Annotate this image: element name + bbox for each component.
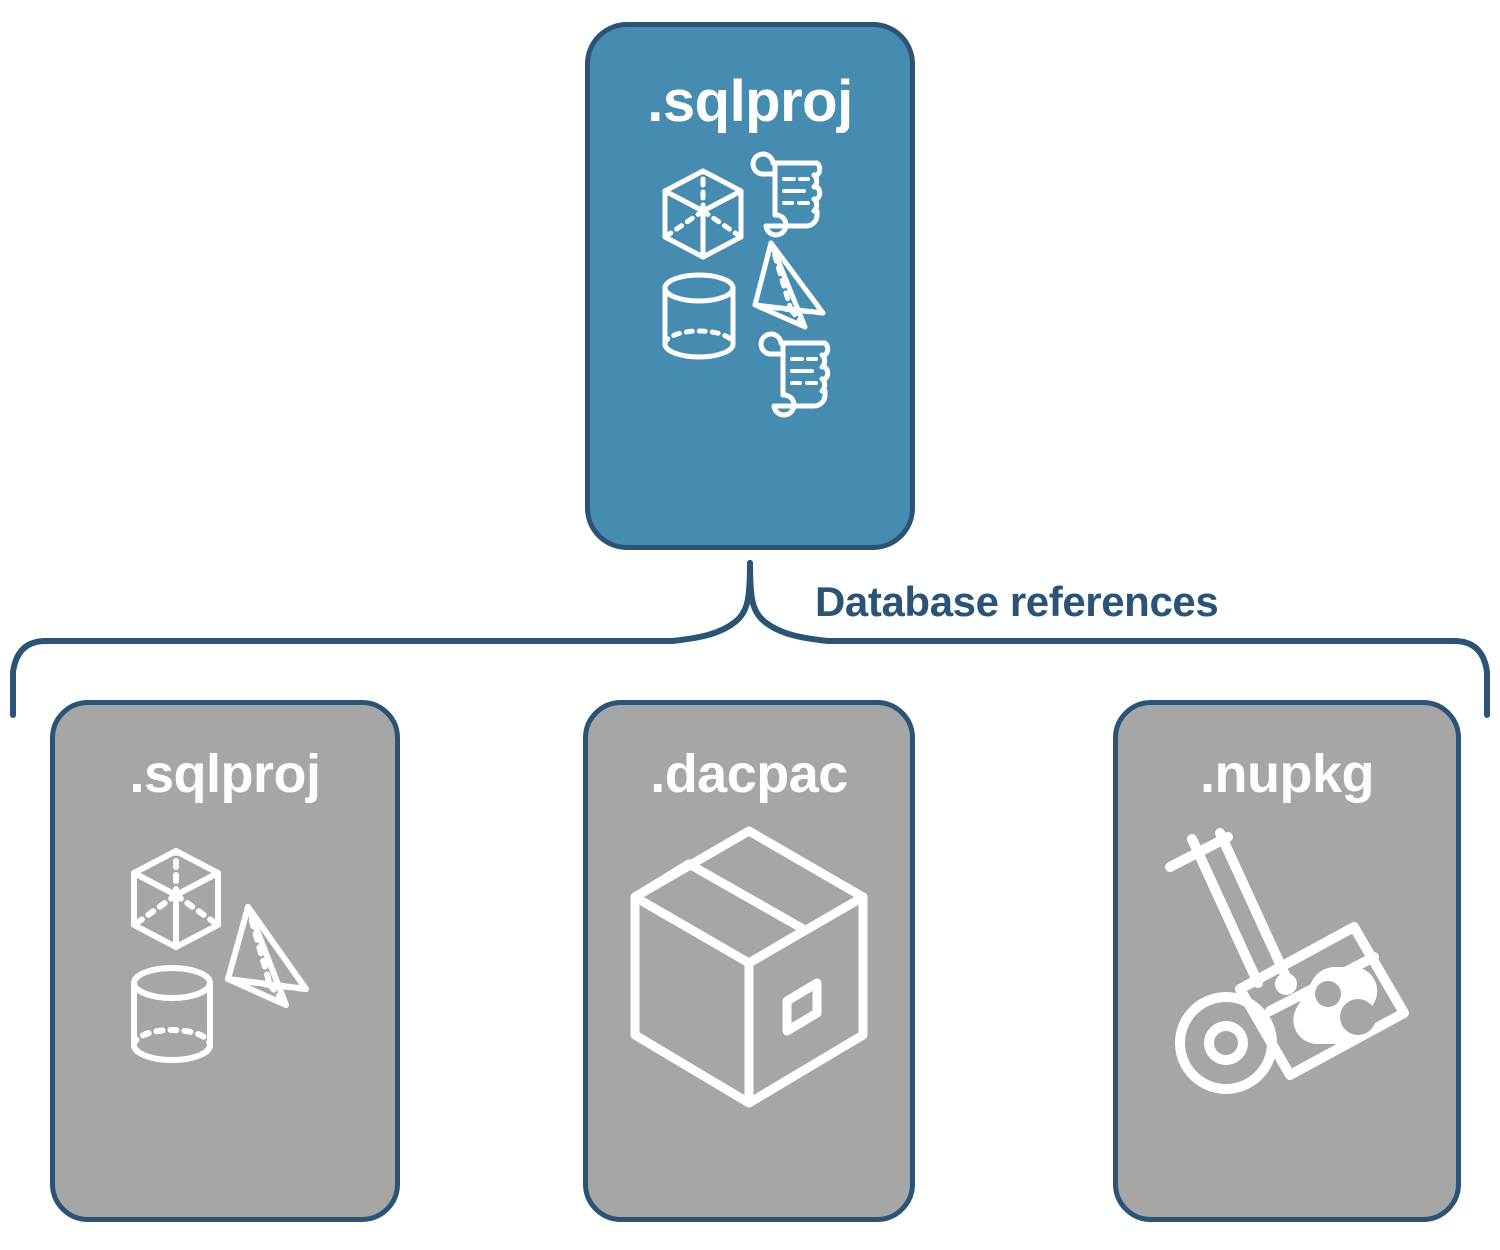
cube-icon [131,848,221,950]
connector-label: Database references [815,578,1219,625]
pyramid-icon [225,904,309,1008]
cylinder-icon [131,965,213,1063]
node-sqlproj-reference-artwork [55,841,395,1217]
node-sqlproj-reference[interactable]: .sqlproj [50,700,400,1222]
node-sqlproj-reference-label: .sqlproj [129,744,321,804]
node-nupkg[interactable]: .nupkg [1113,700,1461,1222]
node-sqlproj-source-artwork [590,151,910,545]
node-sqlproj-source-label: .sqlproj [647,69,853,134]
node-dacpac-artwork [588,823,910,1217]
node-nupkg-label: .nupkg [1200,744,1374,804]
scroll-icon [758,331,831,418]
scroll-icon [750,151,823,238]
cylinder-icon [662,272,736,360]
shipping-box-icon [630,826,868,1108]
pyramid-icon [752,240,826,330]
node-nupkg-artwork [1118,828,1456,1217]
node-sqlproj-source[interactable]: .sqlproj [585,22,915,550]
cube-icon [662,168,744,260]
node-dacpac[interactable]: .dacpac [583,700,915,1222]
nuget-package-icon [1235,922,1409,1080]
hand-truck-icon [1165,828,1379,1094]
node-dacpac-label: .dacpac [650,744,848,804]
